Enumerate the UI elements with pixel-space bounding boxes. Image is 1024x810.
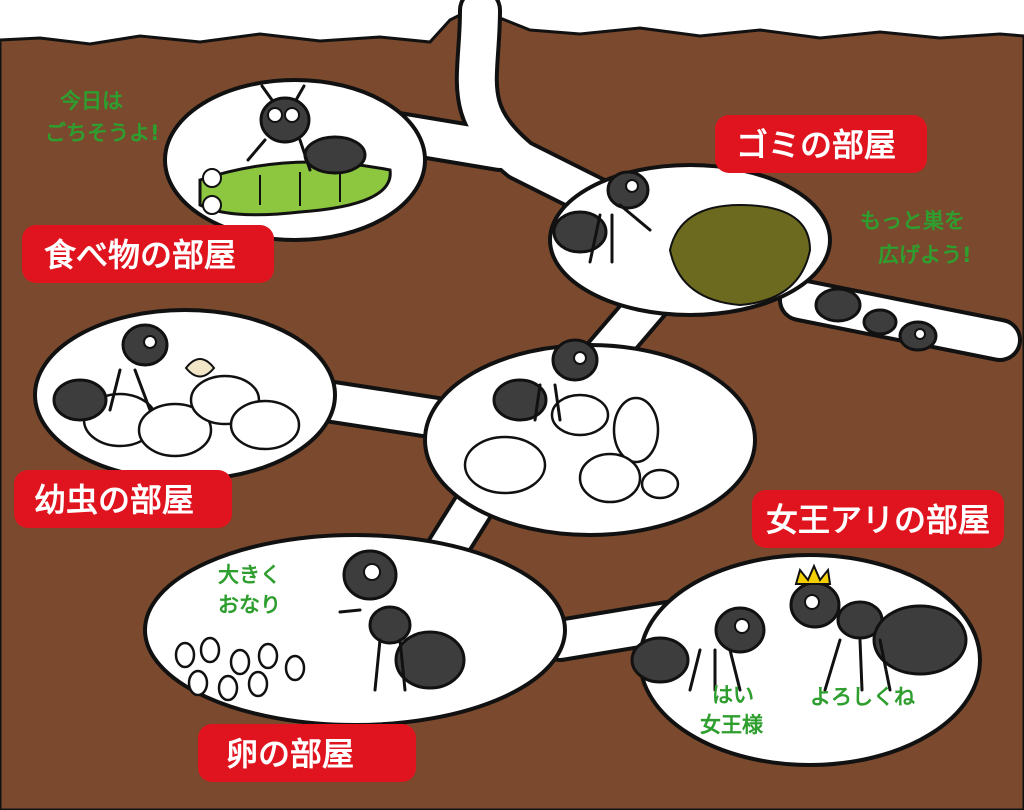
- label-larva-room: 幼虫の部屋: [14, 470, 232, 528]
- egg-speech-line2: おなり: [218, 593, 281, 617]
- tunnel-ants: [814, 287, 938, 352]
- label-food-text: 食べ物の部屋: [44, 236, 236, 274]
- larvae: [463, 393, 680, 504]
- worker-speech-line2: 女王様: [700, 713, 764, 737]
- food-speech-line1: 今日は: [60, 89, 123, 113]
- egg-speech-line1: 大きく: [218, 563, 281, 587]
- food-ant: [246, 84, 367, 175]
- label-egg-room: 卵の部屋: [198, 724, 416, 782]
- label-egg-text: 卵の部屋: [226, 735, 354, 773]
- label-larva-text: 幼虫の部屋: [34, 481, 194, 519]
- label-trash-room: ゴミの部屋: [715, 115, 927, 173]
- label-trash-text: ゴミの部屋: [736, 126, 896, 164]
- trash-ant: [552, 170, 652, 264]
- larva-ant: [52, 323, 169, 422]
- egg-ant: [338, 549, 466, 692]
- expand-speech-line2: 広げよう!: [878, 243, 972, 267]
- worker-speech-line1: はい: [712, 683, 754, 707]
- label-queen-room: 女王アリの部屋: [752, 490, 1004, 548]
- trash-pile: [668, 203, 812, 307]
- queen-ant: [789, 581, 968, 692]
- food-speech-line2: ごちそうよ!: [45, 121, 160, 145]
- eggs: [174, 636, 306, 702]
- worker-ant: [630, 606, 766, 692]
- queen-speech: よろしくね: [810, 685, 915, 709]
- expand-speech-line1: もっと巣を: [860, 209, 965, 233]
- center-ant: [492, 338, 599, 422]
- caterpillar: [198, 160, 392, 217]
- crown-icon: [794, 563, 832, 585]
- label-food-room: 食べ物の部屋: [22, 225, 274, 283]
- held-cocoon: [184, 358, 216, 378]
- label-queen-text: 女王アリの部屋: [766, 501, 990, 539]
